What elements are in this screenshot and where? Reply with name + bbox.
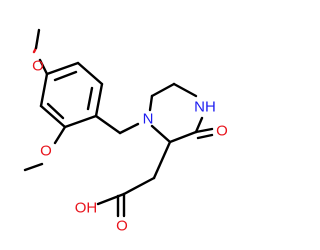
methoxy-group-ortho: O	[23, 125, 67, 172]
aryl-o-bond	[38, 58, 49, 76]
ketone-group: O	[194, 123, 228, 140]
o-methyl-bond	[23, 162, 44, 172]
benzyl-linker	[94, 114, 140, 135]
ring-nitrogen-label: N	[143, 111, 154, 128]
ring-bond	[148, 94, 154, 112]
benzene-bond	[76, 61, 104, 86]
chemical-structure-diagram: O O N NH O OH O	[23, 28, 228, 235]
benzene-bond	[39, 72, 49, 108]
benzene-bond	[39, 104, 67, 129]
ch2-n-bond	[118, 122, 140, 135]
acetic-acid-group: OH O	[75, 140, 172, 235]
ring-bond	[168, 130, 198, 144]
o-methyl-bond	[34, 28, 41, 50]
benzene-bond	[94, 82, 104, 118]
methoxy-group-top: O	[32, 28, 49, 76]
ring-bond	[172, 82, 198, 98]
methoxy-oxygen-top-label: O	[32, 58, 44, 75]
methoxy-oxygen-ortho-label: O	[40, 143, 52, 160]
benzene-double-bond	[46, 102, 65, 120]
ketone-double-bond	[194, 127, 214, 134]
acid-hydroxyl-label: OH	[75, 200, 98, 217]
ring-bond	[150, 124, 172, 144]
acid-carbonyl-oxygen-label: O	[116, 218, 128, 235]
ring-nh-label: NH	[194, 99, 216, 116]
ketone-oxygen-label: O	[216, 123, 228, 140]
carboxyl-oh-bond	[96, 192, 126, 206]
ketone-double-bond	[196, 133, 214, 140]
ring-ch2-bond	[152, 140, 172, 180]
ring-bond	[150, 82, 176, 98]
ch2-carboxyl-bond	[122, 176, 156, 196]
benzene-bond	[45, 61, 80, 76]
benzene-bond	[63, 114, 98, 129]
benzene-double-bond	[86, 86, 94, 111]
ring-bond	[194, 116, 204, 134]
benzene-double-bond	[53, 70, 78, 82]
benzene-ring	[39, 61, 104, 129]
piperazinone-ring: N NH	[143, 82, 216, 144]
aryl-ch2-bond	[94, 114, 122, 135]
aryl-o-bond	[53, 125, 67, 145]
